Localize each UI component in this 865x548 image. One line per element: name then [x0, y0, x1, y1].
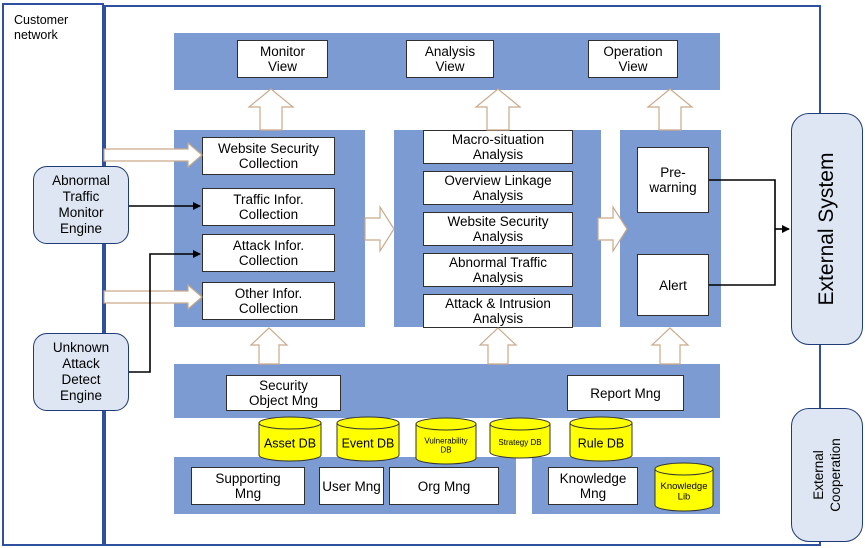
customer-network-frame: [2, 3, 104, 546]
other-collection-box: Other Infor.Collection: [202, 282, 335, 320]
up-arrow-operation-mgmt: [650, 327, 690, 365]
right-arrow-other-in: [103, 283, 203, 311]
up-arrow-operation: [646, 88, 694, 131]
prewarning-connector: [709, 179, 776, 229]
attack-collection-box: Attack Infor.Collection: [202, 234, 335, 272]
event-db-label: Event DB: [342, 436, 395, 450]
strategy-db-label: Strategy DB: [498, 438, 541, 447]
vulnerability-db-label: DB: [440, 445, 451, 454]
knowledge-lib-db-label: Lib: [678, 492, 691, 503]
asset-db: Asset DB: [258, 416, 322, 462]
user-mng-box: User Mng: [319, 467, 384, 505]
up-arrow-monitor: [247, 88, 295, 131]
customer-network-label: Customer network: [14, 13, 69, 42]
org-mng-box: Org Mng: [389, 467, 499, 505]
rule-db-label: Rule DB: [578, 436, 625, 450]
traffic-collection-box: Traffic Infor.Collection: [202, 188, 335, 226]
strategy-db: Strategy DB: [489, 417, 551, 459]
alert-connector: [709, 229, 776, 286]
external-system-box: External System: [791, 113, 863, 345]
unknown-engine-connector: [129, 250, 201, 373]
right-arrow-website-in: [103, 141, 203, 169]
up-arrow-analysis: [474, 88, 522, 131]
prewarning-box: Pre-warning: [637, 147, 709, 213]
right-arrow-collection-analysis: [364, 204, 395, 254]
right-arrow-analysis-operation: [597, 204, 628, 254]
alert-box: Alert: [637, 254, 709, 316]
up-arrow-collection-mgmt: [249, 327, 289, 365]
asset-db-label: Asset DB: [264, 436, 316, 450]
event-db: Event DB: [336, 416, 400, 462]
knowledge-lib-db-label: Knowledge: [660, 481, 707, 492]
vulnerability-db-label: Vulnerability: [424, 436, 467, 445]
rule-db: Rule DB: [569, 416, 633, 462]
report-mng-box: Report Mng: [567, 375, 684, 411]
up-arrow-analysis-mgmt: [478, 327, 518, 365]
